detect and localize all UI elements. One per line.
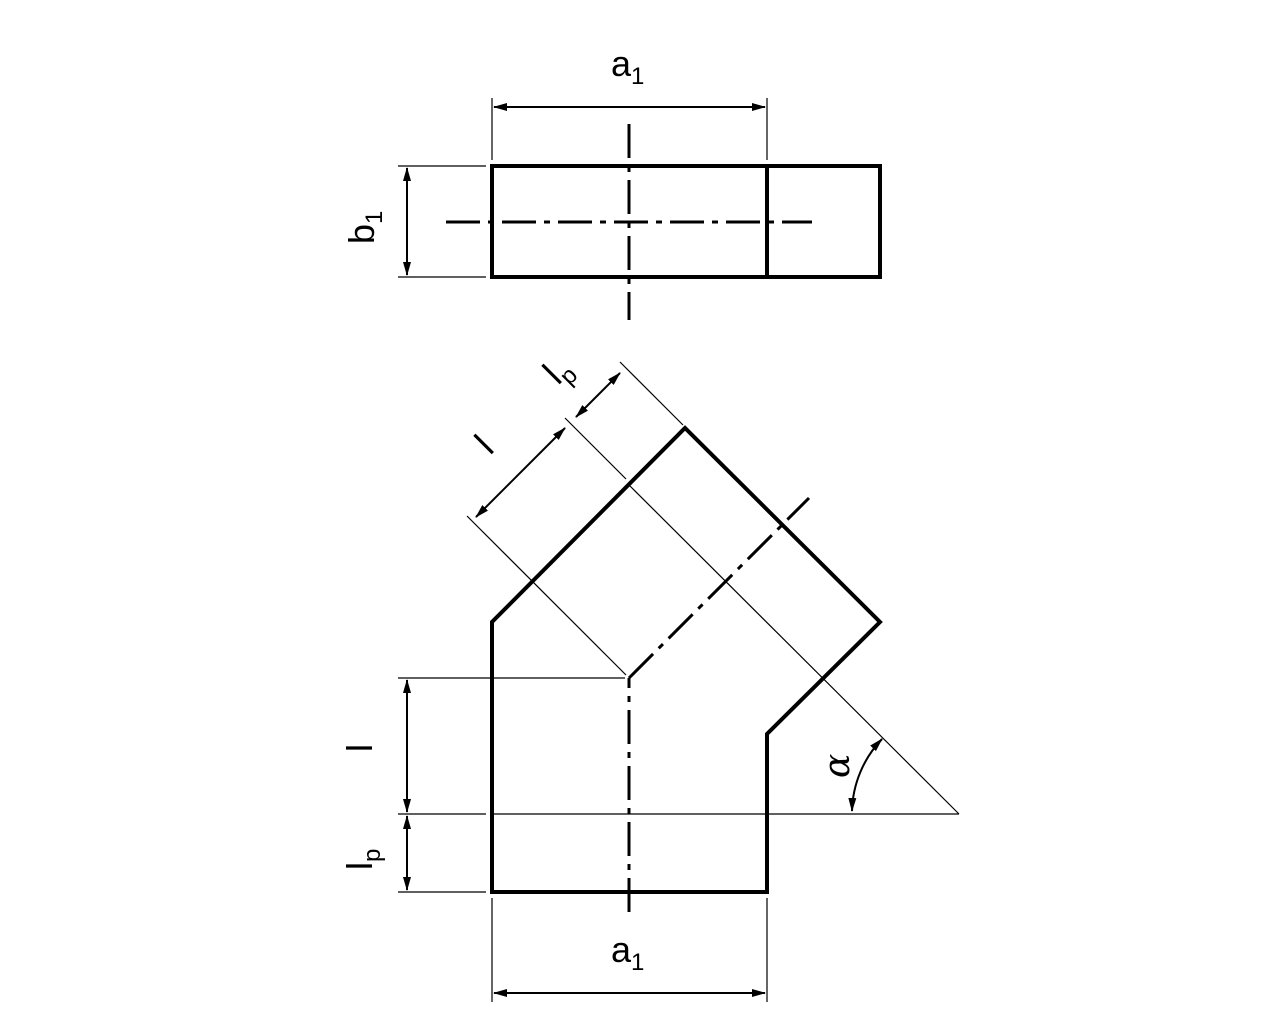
vertical-lp-label: lp: [339, 849, 386, 870]
elbow-outline: [490, 425, 883, 894]
oblique-l-label: l: [467, 427, 502, 462]
bottom-width-label: a1: [611, 929, 644, 976]
elbow-oblique-centerline: [627, 496, 811, 680]
oblique-extension-inner: [466, 515, 627, 676]
angle-label: α: [817, 754, 858, 778]
oblique-extension-outer: [619, 361, 684, 426]
elbow-upper-joint-line: [628, 484, 960, 815]
oblique-lp-dimension-line: [575, 372, 621, 418]
top-view: a1 b1: [341, 43, 882, 320]
oblique-lp-label: lp: [535, 348, 583, 396]
oblique-l-dimension-line: [475, 427, 566, 518]
front-view: lp l l lp a1 α: [339, 348, 960, 1002]
top-width-label: a1: [611, 43, 644, 90]
top-height-label: b1: [341, 211, 388, 244]
vertical-l-label: l: [339, 744, 380, 752]
angle-arc: [848, 738, 883, 812]
oblique-extension-middle: [564, 417, 627, 480]
